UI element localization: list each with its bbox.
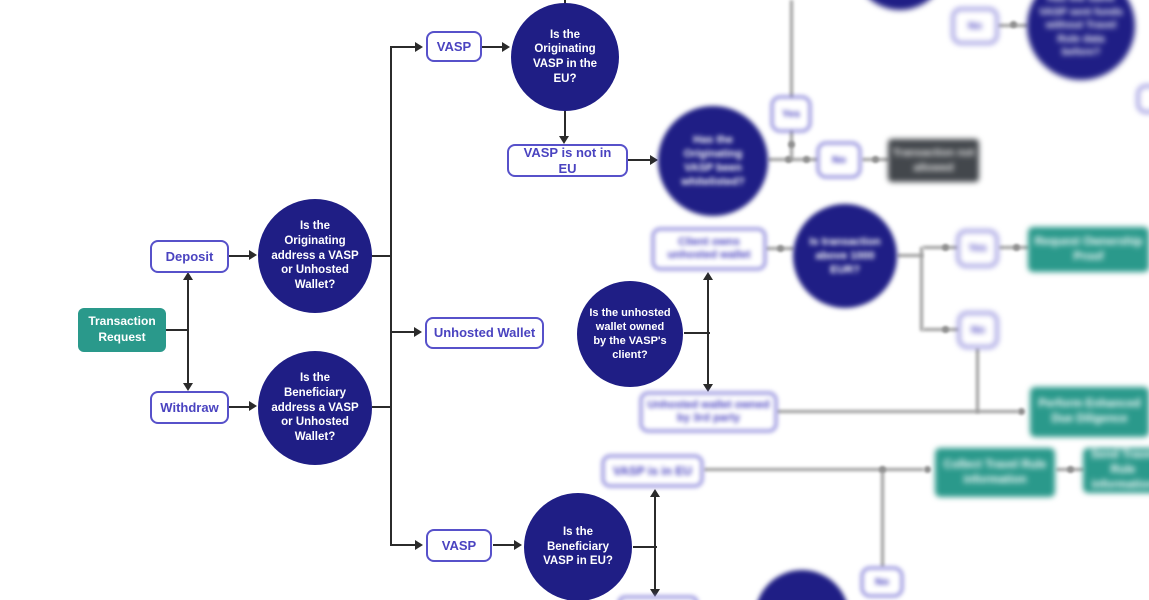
connector-line <box>482 46 503 48</box>
connector-line <box>897 254 923 257</box>
junction-dot <box>879 466 886 473</box>
connector-line <box>628 159 651 161</box>
connector-line <box>564 0 566 5</box>
no-badge-2: No <box>952 8 998 44</box>
withdraw-node: Withdraw <box>150 391 229 424</box>
connector-line <box>704 468 924 471</box>
partial-circle-top <box>853 0 947 10</box>
collect-travel-rule-node: Collect Travel Rule information <box>935 448 1055 497</box>
transaction-request-node: Transaction Request <box>78 308 166 352</box>
arrowhead <box>414 327 422 337</box>
vasp-label-top: VASP <box>426 31 482 62</box>
connector-line <box>633 546 657 548</box>
arrowhead <box>703 384 713 392</box>
arrowhead <box>249 250 257 260</box>
junction-dot <box>785 156 792 163</box>
junction-dot <box>1018 408 1025 415</box>
connector-line <box>229 255 250 257</box>
junction-dot <box>803 156 810 163</box>
connector-line <box>976 348 979 413</box>
client-owns-wallet-node: Client owns unhosted wallet <box>652 228 766 270</box>
connector-line <box>229 406 250 408</box>
connector-line <box>707 278 709 386</box>
connector-line <box>923 246 958 249</box>
connector-line <box>392 46 416 48</box>
vasp-in-eu-node: VASP is in EU <box>602 455 703 487</box>
partial-circle-bottom <box>755 570 849 600</box>
yes-badge-1: Yes <box>771 96 811 132</box>
junction-dot <box>777 245 784 252</box>
junction-dot <box>1067 466 1074 473</box>
arrowhead <box>502 42 510 52</box>
request-ownership-proof-node: Request Ownership Proof <box>1028 227 1149 272</box>
decision-originating-vasp-eu-circle: Is the Originating VASP in the EU? <box>511 3 619 111</box>
connector-line <box>166 329 189 331</box>
arrowhead <box>650 155 658 165</box>
decision-beneficiary-address-circle: Is the Beneficiary address a VASP or Unh… <box>258 351 372 465</box>
connector-line <box>372 255 391 257</box>
arrowhead <box>415 42 423 52</box>
connector-line <box>390 46 392 546</box>
connector-line <box>920 247 923 331</box>
arrowhead <box>650 489 660 497</box>
cut-off-box-right <box>1137 85 1149 113</box>
junction-dot <box>1010 21 1017 28</box>
transaction-not-allowed-node: Transaction not allowed <box>888 139 979 182</box>
connector-line <box>923 328 959 331</box>
vasp-not-in-eu-node: VASP is not in EU <box>507 144 628 177</box>
connector-line <box>392 544 416 546</box>
wallet-owned-3rd-party-node: Unhosted wallet owned by 3rd party <box>640 392 777 432</box>
cut-off-box-bottom <box>618 596 698 600</box>
decision-same-vasp-travel-rule-circle: Has the same VASP sent funds without Tra… <box>1027 0 1135 80</box>
connector-line <box>654 495 656 591</box>
junction-dot <box>1013 244 1020 251</box>
connector-line <box>790 0 793 160</box>
perform-edd-node: Perform Enhanced Due Diligence <box>1030 387 1149 437</box>
junction-dot <box>788 141 795 148</box>
decision-beneficiary-vasp-eu-circle: Is the Beneficiary VASP in EU? <box>524 493 632 600</box>
arrowhead <box>415 540 423 550</box>
connector-line <box>392 331 415 333</box>
send-travel-rule-node: Send Travel Rule information <box>1083 448 1149 493</box>
arrowhead <box>514 540 522 550</box>
decision-unhosted-wallet-owner-circle: Is the unhosted wallet owned by the VASP… <box>577 281 683 387</box>
decision-originating-address-circle: Is the Originating address a VASP or Unh… <box>258 199 372 313</box>
arrowhead <box>703 272 713 280</box>
vasp-label-bottom: VASP <box>426 529 492 562</box>
arrowhead <box>650 589 660 597</box>
deposit-node: Deposit <box>150 240 229 273</box>
yes-badge-2: Yes <box>957 230 998 267</box>
no-badge-3: No <box>958 312 998 348</box>
unhosted-wallet-node: Unhosted Wallet <box>425 317 544 349</box>
arrowhead <box>249 401 257 411</box>
junction-dot <box>872 156 879 163</box>
junction-dot <box>942 244 949 251</box>
arrowhead <box>183 272 193 280</box>
connector-line <box>768 158 818 161</box>
arrowhead <box>559 136 569 144</box>
connector-line <box>777 410 1019 413</box>
connector-line <box>372 406 391 408</box>
junction-dot <box>942 326 949 333</box>
connector-line <box>564 111 566 137</box>
connector-line <box>881 471 884 567</box>
connector-line <box>493 544 515 546</box>
junction-dot <box>924 466 931 473</box>
arrowhead <box>183 383 193 391</box>
no-badge-4: No <box>861 567 903 597</box>
decision-vasp-whitelisted-circle: Has the Originating VASP been whiteliste… <box>658 106 768 216</box>
no-badge-1: No <box>817 142 861 178</box>
connector-line <box>684 332 710 334</box>
decision-above-1000-eur-circle: Is transaction above 1000 EUR? <box>793 204 897 308</box>
connector-line <box>187 278 189 386</box>
